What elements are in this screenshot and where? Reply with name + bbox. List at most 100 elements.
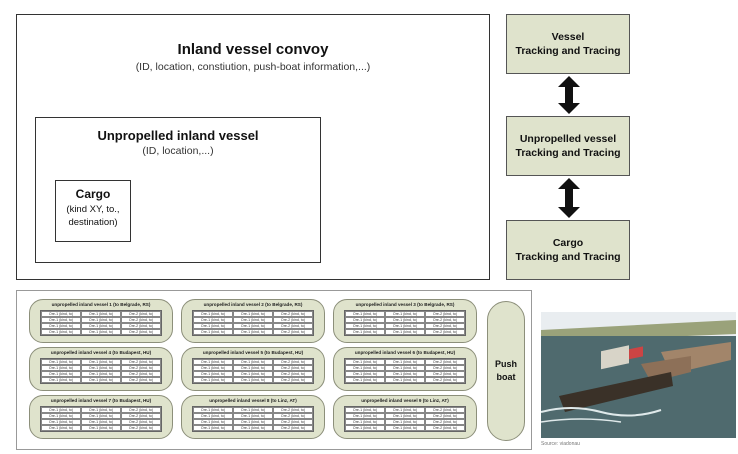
- cargo-cell: Ore-2 (kind, to): [273, 407, 313, 413]
- cargo-cell: Ore-2 (kind, to): [425, 407, 465, 413]
- unpropelled-tracking-line-1: Unpropelled vessel: [519, 133, 617, 145]
- cargo-title: Cargo: [75, 187, 111, 201]
- cargo-cell: Ore-1 (kind, to): [41, 365, 81, 371]
- cargo-cell: Ore-2 (kind, to): [273, 311, 313, 317]
- cargo-cell: Ore-2 (kind, to): [121, 317, 161, 323]
- barge-cargo-table: Ore-1 (kind, to)Ore-1 (kind, to)Ore-2 (k…: [40, 406, 162, 432]
- barge-title: unpropelled inland vessel 7 (to Budapest…: [50, 398, 152, 403]
- double-arrow-icon: [558, 76, 580, 114]
- cargo-cell: Ore-2 (kind, to): [425, 377, 465, 383]
- cargo-cell: Ore-2 (kind, to): [273, 413, 313, 419]
- cargo-cell: Ore-1 (kind, to): [193, 359, 233, 365]
- barge-title: unpropelled inland vessel 6 (to Budapest…: [354, 350, 456, 355]
- barge-cargo-table: Ore-1 (kind, to)Ore-1 (kind, to)Ore-2 (k…: [192, 310, 314, 336]
- barge-title: unpropelled inland vessel 5 (to Budapest…: [202, 350, 304, 355]
- cargo-cell: Ore-1 (kind, to): [81, 317, 121, 323]
- cargo-line-1: (kind XY, to.,: [66, 204, 120, 215]
- barge-title: unpropelled inland vessel 4 (to Budapest…: [50, 350, 152, 355]
- push-boat-line-1: Push: [494, 359, 517, 369]
- cargo-cell: Ore-1 (kind, to): [81, 377, 121, 383]
- cargo-cell: Ore-1 (kind, to): [81, 407, 121, 413]
- vessel-subtitle: (ID, location,...): [142, 145, 214, 157]
- cargo-cell: Ore-1 (kind, to): [41, 425, 81, 431]
- cargo-cell: Ore-1 (kind, to): [345, 413, 385, 419]
- photo-barge: [641, 356, 691, 382]
- cargo-cell: Ore-1 (kind, to): [233, 377, 273, 383]
- cargo-cell: Ore-2 (kind, to): [121, 425, 161, 431]
- cargo-cell: Ore-2 (kind, to): [121, 407, 161, 413]
- cargo-cell: Ore-2 (kind, to): [273, 359, 313, 365]
- cargo-cell: Ore-1 (kind, to): [385, 323, 425, 329]
- barge-9: unpropelled inland vessel 9 (to Linz, AT…: [333, 395, 477, 439]
- vessel-tracking-line-2: Tracking and Tracing: [515, 45, 621, 57]
- vessel-tracking-line-1: Vessel: [551, 31, 585, 43]
- photo-wake: [541, 418, 622, 423]
- convoy-title: Inland vessel convoy: [177, 41, 329, 58]
- cargo-cell: Ore-1 (kind, to): [385, 377, 425, 383]
- cargo-cell: Ore-1 (kind, to): [385, 311, 425, 317]
- cargo-cell: Ore-1 (kind, to): [233, 317, 273, 323]
- cargo-cell: Ore-2 (kind, to): [273, 365, 313, 371]
- cargo-cell: Ore-1 (kind, to): [233, 425, 273, 431]
- cargo-cell: Ore-1 (kind, to): [81, 371, 121, 377]
- cargo-cell: Ore-1 (kind, to): [41, 419, 81, 425]
- cargo-cell: Ore-1 (kind, to): [385, 317, 425, 323]
- cargo-cell: Ore-1 (kind, to): [193, 419, 233, 425]
- cargo-cell: Ore-1 (kind, to): [345, 365, 385, 371]
- barge-cargo-table: Ore-1 (kind, to)Ore-1 (kind, to)Ore-2 (k…: [40, 310, 162, 336]
- cargo-cell: Ore-1 (kind, to): [193, 365, 233, 371]
- cargo-cell: Ore-2 (kind, to): [121, 359, 161, 365]
- cargo-cell: Ore-2 (kind, to): [425, 425, 465, 431]
- convoy-box: Inland vessel convoy (ID, location, cons…: [16, 14, 490, 280]
- cargo-cell: Ore-1 (kind, to): [193, 407, 233, 413]
- cargo-cell: Ore-1 (kind, to): [345, 323, 385, 329]
- cargo-cell: Ore-1 (kind, to): [81, 359, 121, 365]
- cargo-cell: Ore-2 (kind, to): [425, 323, 465, 329]
- cargo-cell: Ore-1 (kind, to): [345, 371, 385, 377]
- barge-cargo-table: Ore-1 (kind, to)Ore-1 (kind, to)Ore-2 (k…: [192, 406, 314, 432]
- cargo-cell: Ore-2 (kind, to): [425, 317, 465, 323]
- cargo-cell: Ore-1 (kind, to): [193, 323, 233, 329]
- cargo-cell: Ore-2 (kind, to): [121, 371, 161, 377]
- convoy-photo: [541, 312, 736, 438]
- barge-4: unpropelled inland vessel 4 (to Budapest…: [29, 347, 173, 391]
- cargo-cell: Ore-1 (kind, to): [41, 323, 81, 329]
- push-boat-line-2: boat: [496, 372, 516, 382]
- photo-caption: Source: viadonau: [541, 441, 580, 447]
- cargo-cell: Ore-1 (kind, to): [41, 371, 81, 377]
- cargo-cell: Ore-2 (kind, to): [121, 413, 161, 419]
- photo-cabin: [629, 346, 643, 360]
- cargo-cell: Ore-1 (kind, to): [193, 413, 233, 419]
- cargo-cell: Ore-1 (kind, to): [385, 371, 425, 377]
- cargo-cell: Ore-1 (kind, to): [193, 329, 233, 335]
- barge-cargo-table: Ore-1 (kind, to)Ore-1 (kind, to)Ore-2 (k…: [344, 310, 466, 336]
- barge-cargo-table: Ore-1 (kind, to)Ore-1 (kind, to)Ore-2 (k…: [192, 358, 314, 384]
- cargo-tracking-line-1: Cargo: [552, 237, 584, 249]
- cargo-cell: Ore-1 (kind, to): [233, 323, 273, 329]
- cargo-cell: Ore-1 (kind, to): [345, 359, 385, 365]
- cargo-cell: Ore-1 (kind, to): [81, 419, 121, 425]
- cargo-cell: Ore-1 (kind, to): [345, 419, 385, 425]
- push-boat: Push boat: [487, 301, 525, 441]
- photo-hull: [559, 372, 673, 412]
- cargo-cell: Ore-1 (kind, to): [41, 359, 81, 365]
- cargo-cell: Ore-2 (kind, to): [425, 359, 465, 365]
- barge-2: unpropelled inland vessel 2 (to Belgrade…: [181, 299, 325, 343]
- cargo-cell: Ore-1 (kind, to): [81, 425, 121, 431]
- photo-wake: [541, 407, 662, 417]
- cargo-cell: Ore-1 (kind, to): [193, 311, 233, 317]
- cargo-cell: Ore-2 (kind, to): [121, 311, 161, 317]
- cargo-cell: Ore-1 (kind, to): [41, 377, 81, 383]
- cargo-tracking-box: Cargo Tracking and Tracing: [506, 220, 630, 280]
- cargo-cell: Ore-1 (kind, to): [233, 365, 273, 371]
- cargo-cell: Ore-2 (kind, to): [121, 323, 161, 329]
- cargo-cell: Ore-1 (kind, to): [81, 323, 121, 329]
- cargo-cell: Ore-2 (kind, to): [273, 323, 313, 329]
- cargo-cell: Ore-1 (kind, to): [193, 371, 233, 377]
- cargo-cell: Ore-2 (kind, to): [425, 371, 465, 377]
- cargo-box: Cargo (kind XY, to., destination): [55, 180, 131, 242]
- barge-cargo-table: Ore-1 (kind, to)Ore-1 (kind, to)Ore-2 (k…: [40, 358, 162, 384]
- cargo-cell: Ore-1 (kind, to): [233, 359, 273, 365]
- cargo-cell: Ore-2 (kind, to): [273, 329, 313, 335]
- cargo-cell: Ore-1 (kind, to): [81, 311, 121, 317]
